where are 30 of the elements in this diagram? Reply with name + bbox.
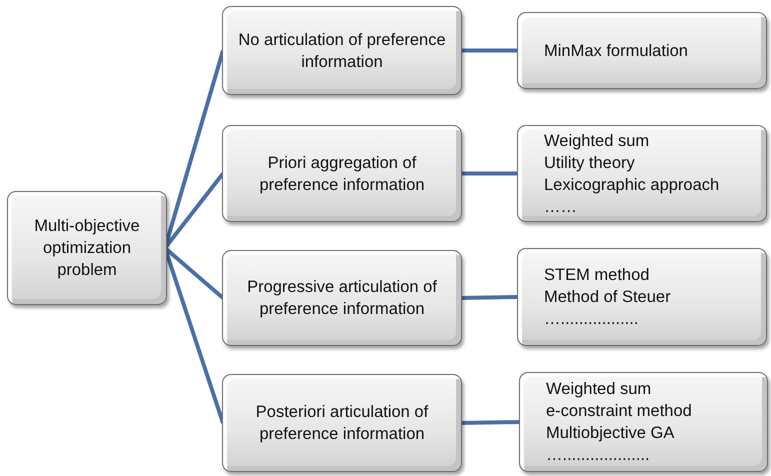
list-item: Weighted sum xyxy=(546,379,652,400)
method-list-box xyxy=(519,372,768,472)
box-label: Multi-objective optimization problem xyxy=(33,216,141,281)
box-label: Progressive articulation of preference information xyxy=(246,277,438,320)
box-label: Priori aggregation of preference information xyxy=(258,152,426,196)
list-item: …................. xyxy=(544,309,638,330)
list-item: Weighted sum xyxy=(544,130,650,152)
list-item: STEM method xyxy=(544,265,650,286)
box-label: Posteriori articulation of preference information xyxy=(254,402,430,445)
list-item: Utility theory xyxy=(544,152,635,174)
box-label: No articulation of preference information xyxy=(237,30,447,72)
category-box xyxy=(222,250,462,346)
connector-line xyxy=(460,420,520,425)
list-item: …… xyxy=(544,196,577,218)
list-item: Multiobjective GA xyxy=(546,423,674,444)
connector-line xyxy=(460,295,518,300)
category-box xyxy=(222,125,462,222)
connector-line xyxy=(460,48,518,52)
list-item: e-constraint method xyxy=(546,401,692,422)
connector-line xyxy=(460,172,518,176)
method-list-box xyxy=(517,125,767,222)
category-box xyxy=(222,6,462,95)
list-item: Method of Steuer xyxy=(544,287,671,308)
root-box xyxy=(7,191,167,305)
list-item: Lexicographic approach xyxy=(544,174,720,196)
category-box xyxy=(222,374,462,472)
method-list-box xyxy=(517,248,767,346)
method-list-box xyxy=(517,12,767,89)
list-item: MinMax formulation xyxy=(544,40,688,62)
list-item: …................... xyxy=(546,445,650,466)
